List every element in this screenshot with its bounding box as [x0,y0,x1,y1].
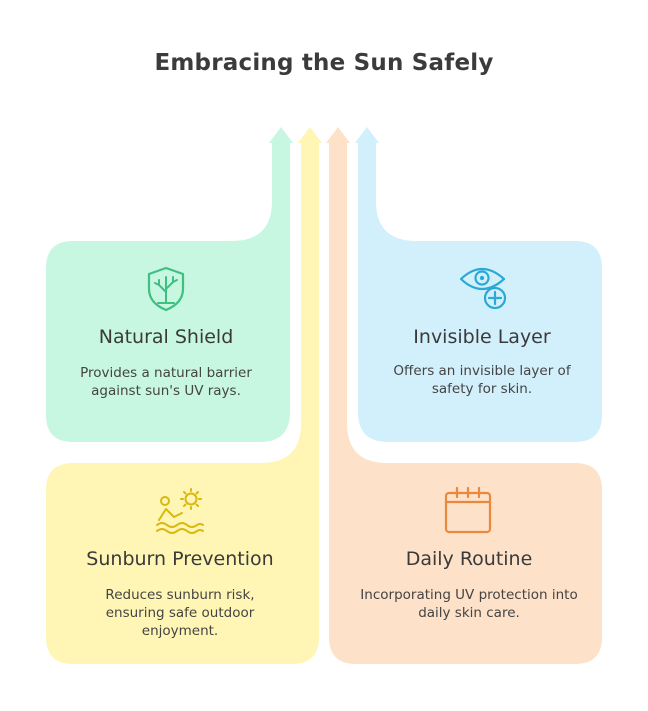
sunburn-prevention-title: Sunburn Prevention [86,548,274,570]
invisible-layer-title: Invisible Layer [413,326,551,348]
sun-person-icon [156,488,204,534]
natural-shield-desc: Provides a natural barrier against sun's… [80,365,252,399]
sunburn-prevention-card [46,142,319,664]
invisible-layer-desc: Offers an invisible layer of safety for … [393,363,571,397]
invisible-layer-arrow [355,127,379,143]
daily-routine-card [329,142,602,664]
sunburn-prevention-desc: Reduces sunburn risk, ensuring safe outd… [105,587,255,639]
eye-plus-icon [459,267,507,310]
natural-shield-title: Natural Shield [98,326,234,348]
invisible-layer-card [358,142,602,442]
natural-shield-arrow [269,127,293,143]
natural-shield-text: Natural Shield Provides a natural barrie… [60,326,272,400]
natural-shield-card [46,142,290,442]
invisible-layer-text: Invisible Layer Offers an invisible laye… [384,326,580,398]
sunburn-prevention-arrow [298,127,322,143]
sunburn-prevention-text: Sunburn Prevention Reduces sunburn risk,… [60,548,300,640]
shield-plant-icon [147,266,185,312]
daily-routine-text: Daily Routine Incorporating UV protectio… [354,548,584,622]
page-title: Embracing the Sun Safely [154,50,494,76]
daily-routine-arrow [326,127,350,143]
daily-routine-desc: Incorporating UV protection into daily s… [360,587,578,621]
calendar-icon [444,487,492,534]
daily-routine-title: Daily Routine [405,548,533,570]
